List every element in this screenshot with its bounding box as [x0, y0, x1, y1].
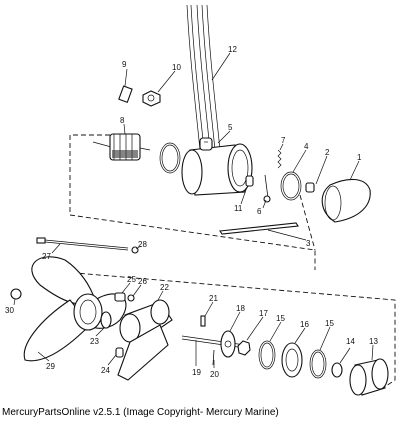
callout-29: 29 [46, 362, 55, 371]
callout-27: 27 [42, 252, 51, 261]
part-1-nose-cone [321, 178, 371, 223]
part-30-cap [10, 288, 22, 300]
callout-leaders [13, 52, 374, 368]
callout-15a: 15 [276, 314, 285, 323]
part-19-shaft [181, 335, 246, 349]
part-17-nut [237, 340, 251, 356]
callout-23: 23 [90, 337, 99, 346]
callout-9: 9 [122, 60, 127, 69]
callout-25: 25 [127, 275, 136, 284]
callout-2: 2 [325, 148, 330, 157]
callout-15b: 15 [325, 319, 334, 328]
part-15-o-ring-a [258, 340, 276, 370]
part-4-o-ring [280, 171, 302, 201]
part-8-armature [92, 133, 151, 161]
callout-19: 19 [192, 368, 201, 377]
part-18-flange [220, 330, 236, 358]
part-16-bearing [281, 342, 303, 378]
callout-5: 5 [228, 123, 233, 132]
callout-14: 14 [346, 337, 355, 346]
callout-22: 22 [160, 283, 169, 292]
callout-3: 3 [306, 239, 311, 248]
callout-4: 4 [304, 142, 309, 151]
image-caption: MercuryPartsOnline v2.5.1 (Image Copyrig… [2, 407, 279, 418]
part-3-rod [219, 222, 299, 235]
callout-28: 28 [138, 240, 147, 249]
callout-30: 30 [5, 306, 14, 315]
part-21-key [200, 315, 206, 327]
part-11-fitting [245, 175, 254, 187]
callout-24: 24 [101, 366, 110, 375]
callout-20: 20 [210, 370, 219, 379]
assembly-guide-lines [39, 134, 396, 391]
part-2-plug [305, 182, 315, 193]
callout-labels: 1 2 3 4 5 6 7 8 9 10 11 12 13 14 15 15 1… [5, 45, 378, 379]
part-26-washer [127, 294, 135, 302]
callout-8: 8 [120, 116, 125, 125]
part-23-ring [100, 311, 112, 329]
part-12-cable-bundle [186, 4, 221, 151]
o-ring-left [159, 142, 181, 174]
callout-11: 11 [234, 204, 243, 213]
part-10-nut [142, 90, 161, 107]
callout-7: 7 [281, 136, 286, 145]
part-22-strut [117, 299, 173, 381]
part-29-propeller [23, 256, 127, 362]
callout-21: 21 [209, 294, 218, 303]
part-24-nut [115, 347, 124, 358]
part-13-end-housing [349, 358, 389, 396]
callout-18: 18 [236, 304, 245, 313]
part-27-long-bolt [36, 237, 129, 251]
callout-26: 26 [138, 277, 147, 286]
part-6-screw [263, 174, 271, 203]
callout-17: 17 [259, 309, 268, 318]
part-20-pin [212, 349, 215, 366]
callout-6: 6 [257, 207, 262, 216]
callout-16: 16 [300, 320, 309, 329]
part-5-motor-housing [181, 137, 253, 196]
callout-12: 12 [228, 45, 237, 54]
callout-13: 13 [369, 337, 378, 346]
callout-10: 10 [172, 63, 181, 72]
part-9-pin [118, 85, 133, 103]
callout-1: 1 [357, 153, 362, 162]
part-7-spring [277, 149, 282, 169]
part-15-o-ring-b [309, 349, 327, 379]
part-25-screw [114, 292, 126, 302]
part-14-washer [331, 362, 343, 378]
